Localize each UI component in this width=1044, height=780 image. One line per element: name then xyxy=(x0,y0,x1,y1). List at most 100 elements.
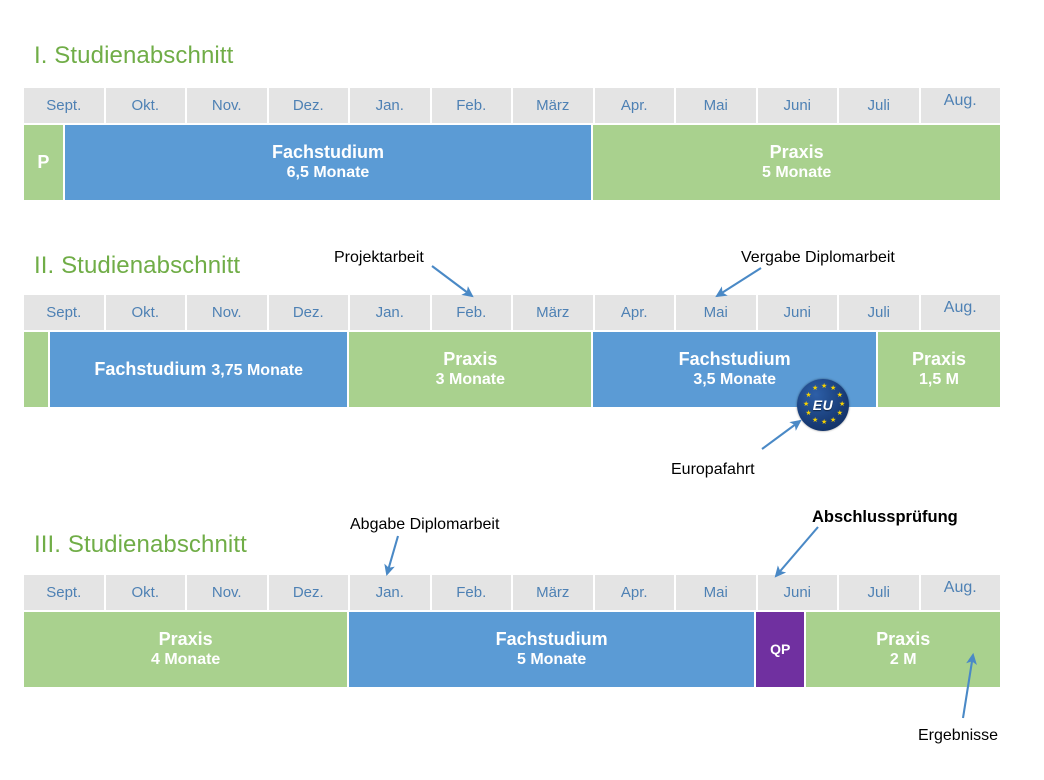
month-header-row-3: Sept. Okt. Nov. Dez. Jan. Feb. März Apr.… xyxy=(24,575,1000,610)
month-label: Aug. xyxy=(943,578,977,596)
phase-bar-duration: 3 Monate xyxy=(435,371,505,389)
month-cell-nov: Nov. xyxy=(187,575,269,610)
phase-bar-label: P xyxy=(37,152,50,173)
month-label: Jan. xyxy=(375,304,404,321)
month-label: Mai xyxy=(703,584,728,601)
month-cell-okt: Okt. xyxy=(105,295,187,330)
eu-star-icon: ★ xyxy=(836,392,843,399)
phase-bar-row-2: Fachstudium 3,75 Monate Praxis 3 Monate Fac… xyxy=(24,332,1000,407)
phase-bar-row-1: P Fachstudium 6,5 Monate Praxis 5 Monate xyxy=(24,125,1000,200)
month-label: März xyxy=(536,584,570,601)
phase-bar-fachstudium-1: Fachstudium 6,5 Monate xyxy=(64,125,594,200)
month-header-row-1: Sept. Okt. Nov. Dez. Jan. Feb. März Apr.… xyxy=(24,88,1000,123)
month-cell-juni: Juni xyxy=(757,88,839,123)
month-cell-sept: Sept. xyxy=(24,295,106,330)
phase-bar-label: Praxis xyxy=(769,141,824,162)
month-cell-apr: Apr. xyxy=(594,575,676,610)
month-cell-aug: Aug. xyxy=(920,575,1000,610)
month-cell-okt: Okt. xyxy=(105,88,187,123)
annotation-ergebnisse: Ergebnisse xyxy=(918,727,999,744)
month-label: Feb. xyxy=(456,584,487,601)
eu-star-icon: ★ xyxy=(805,392,812,399)
phase-bar-duration: 3,5 Monate xyxy=(693,371,776,389)
month-cell-juni: Juni xyxy=(757,295,839,330)
month-label: Dez. xyxy=(292,584,324,601)
month-label: Apr. xyxy=(620,97,648,114)
month-cell-juli: Juli xyxy=(839,575,921,610)
month-label: Juli xyxy=(867,304,890,321)
month-cell-feb: Feb. xyxy=(431,88,513,123)
month-label: Juli xyxy=(867,97,890,114)
month-label: Sept. xyxy=(46,97,82,114)
phase-bar-fachstudium-2a: Fachstudium 3,75 Monate xyxy=(50,332,350,407)
phase-bar-label: QP xyxy=(770,640,791,657)
phase-bar-duration: 1,5 M xyxy=(918,371,959,389)
month-cell-aug: Aug. xyxy=(920,88,1000,123)
phase-bar-label: Praxis xyxy=(443,348,498,369)
phase-bar-duration: 2 M xyxy=(889,651,917,669)
eu-star-icon: ★ xyxy=(830,385,837,393)
month-label: Nov. xyxy=(211,97,242,114)
month-cell-jan: Jan. xyxy=(350,295,432,330)
eu-star-icon: ★ xyxy=(821,383,828,390)
month-label: Juni xyxy=(783,584,812,601)
month-label: Apr. xyxy=(620,304,648,321)
month-label: Juni xyxy=(783,304,812,321)
month-cell-juni: Juni xyxy=(757,575,839,610)
month-cell-maerz: März xyxy=(513,88,595,123)
month-label: Nov. xyxy=(211,584,242,601)
annotation-vergabe-diplomarbeit: Vergabe Diplomarbeit xyxy=(741,249,895,266)
phase-bar-duration: 6,5 Monate xyxy=(286,164,370,182)
eu-star-icon: ★ xyxy=(803,401,810,408)
timeline-1: Sept. Okt. Nov. Dez. Jan. Feb. März Apr.… xyxy=(24,88,1000,200)
timeline-3: Sept. Okt. Nov. Dez. Jan. Feb. März Apr.… xyxy=(24,575,1000,687)
phase-bar-fachstudium-2b: Fachstudium 3,5 Monate xyxy=(593,332,878,407)
eu-star-icon: ★ xyxy=(812,416,819,424)
eu-star-icon: ★ xyxy=(836,410,843,417)
phase-bar-praxis-2a: Praxis 3 Monate xyxy=(349,332,594,407)
month-cell-dez: Dez. xyxy=(268,575,350,610)
month-label: Aug. xyxy=(943,91,977,109)
eu-star-icon: ★ xyxy=(812,385,819,393)
month-label: Juli xyxy=(867,584,890,601)
month-cell-dez: Dez. xyxy=(268,88,350,123)
month-cell-apr: Apr. xyxy=(594,295,676,330)
month-label: Nov. xyxy=(211,304,242,321)
arrow-projektarbeit xyxy=(431,265,474,298)
phase-bar-duration: 5 Monate xyxy=(761,164,832,182)
month-label: Jan. xyxy=(375,97,404,114)
eu-badge-label: EU xyxy=(812,397,834,413)
month-label: Sept. xyxy=(46,304,82,321)
month-cell-mai: Mai xyxy=(676,88,758,123)
phase-bar-label: Praxis xyxy=(876,628,931,649)
month-label: Mai xyxy=(703,304,728,321)
annotation-projektarbeit: Projektarbeit xyxy=(334,249,424,266)
month-cell-feb: Feb. xyxy=(431,575,513,610)
month-label: Sept. xyxy=(46,584,82,601)
month-cell-juli: Juli xyxy=(839,295,921,330)
arrow-vergabe-diplomarbeit xyxy=(715,267,762,298)
phase-bar-label: Fachstudium xyxy=(678,348,791,369)
month-label: März xyxy=(536,97,570,114)
month-cell-maerz: März xyxy=(513,295,595,330)
month-cell-okt: Okt. xyxy=(105,575,187,610)
section-title-2: II. Studienabschnitt xyxy=(34,252,241,279)
annotation-abgabe-diplomarbeit: Abgabe Diplomarbeit xyxy=(350,516,500,533)
month-cell-dez: Dez. xyxy=(268,295,350,330)
month-cell-feb: Feb. xyxy=(431,295,513,330)
phase-bar-label: Fachstudium xyxy=(271,141,384,162)
month-cell-juli: Juli xyxy=(839,88,921,123)
eu-star-icon: ★ xyxy=(839,401,846,408)
month-header-row-2: Sept. Okt. Nov. Dez. Jan. Feb. März Apr.… xyxy=(24,295,1000,330)
phase-bar-p-block: P xyxy=(24,125,65,200)
month-label: Apr. xyxy=(620,584,648,601)
month-cell-nov: Nov. xyxy=(187,295,269,330)
phase-bar-label: Praxis xyxy=(158,628,213,649)
month-label: Juni xyxy=(783,97,812,114)
eu-star-icon: ★ xyxy=(830,416,837,424)
